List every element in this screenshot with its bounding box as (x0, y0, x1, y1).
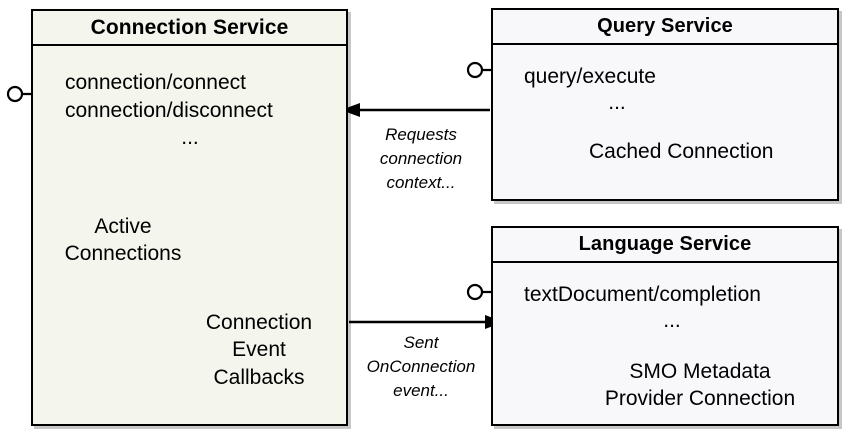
operation-connection-disconnect[interactable]: connection/disconnect (65, 98, 273, 122)
smo-label-line2: Provider Connection (604, 386, 796, 410)
edge-label-requests-line2: connection (379, 149, 463, 169)
component-language-service[interactable]: Language Service textDocument/completion… (491, 226, 839, 426)
language-service-operations: textDocument/completion (524, 281, 761, 309)
language-service-operations-ellipsis: ... (663, 309, 681, 332)
operation-connection-connect[interactable]: connection/connect (65, 71, 246, 94)
component-connection-service[interactable]: Connection Service connection/connect co… (31, 9, 348, 426)
edge-query-to-connection-arrow (341, 103, 490, 117)
edge-label-requests-line1: Requests (385, 125, 457, 144)
component-query-service[interactable]: Query Service query/execute ... Cached C… (491, 8, 839, 201)
edge-label-connection-to-language: Sent OnConnection event... (355, 331, 487, 403)
connection-service-operations-ellipsis: ... (181, 126, 199, 149)
callbacks-label-line2: Event (232, 338, 286, 362)
connection-service-operations: connection/connect connection/disconnect (65, 69, 273, 124)
smo-label-line1: SMO Metadata (629, 360, 771, 383)
connection-service-body: connection/connect connection/disconnect… (33, 46, 346, 424)
edge-label-sent-line1: Sent (403, 333, 439, 352)
language-service-body: textDocument/completion ... SMO Metadata… (493, 263, 837, 424)
query-service-body: query/execute ... Cached Connection (493, 45, 837, 199)
connection-service-title: Connection Service (33, 11, 346, 46)
operation-textdocument-completion[interactable]: textDocument/completion (524, 283, 761, 306)
edge-label-sent-line2: OnConnection (366, 357, 476, 377)
query-service-operations: query/execute (524, 63, 656, 91)
language-service-title: Language Service (493, 228, 837, 263)
edge-label-sent-line3: event... (393, 381, 449, 401)
edge-connection-to-language-arrow (349, 315, 504, 329)
edge-label-requests-line3: context... (386, 173, 456, 193)
active-connections-label-line1: Active (94, 215, 152, 238)
query-service-operations-ellipsis: ... (608, 91, 626, 114)
callbacks-label-line3: Callbacks (213, 365, 305, 389)
cached-connection-label: Cached Connection (589, 140, 774, 163)
edge-label-query-to-connection: Requests connection context... (355, 123, 487, 195)
query-service-title: Query Service (493, 10, 837, 45)
active-connections-label-line2: Connections (64, 241, 182, 265)
callbacks-label-line1: Connection (205, 311, 313, 334)
smo-metadata-provider-connection-label: SMO Metadata Provider Connection (570, 359, 830, 413)
connection-event-callbacks-label: Connection Event Callbacks (179, 309, 339, 391)
active-connections-label: Active Connections (43, 214, 203, 268)
operation-query-execute[interactable]: query/execute (524, 65, 656, 88)
